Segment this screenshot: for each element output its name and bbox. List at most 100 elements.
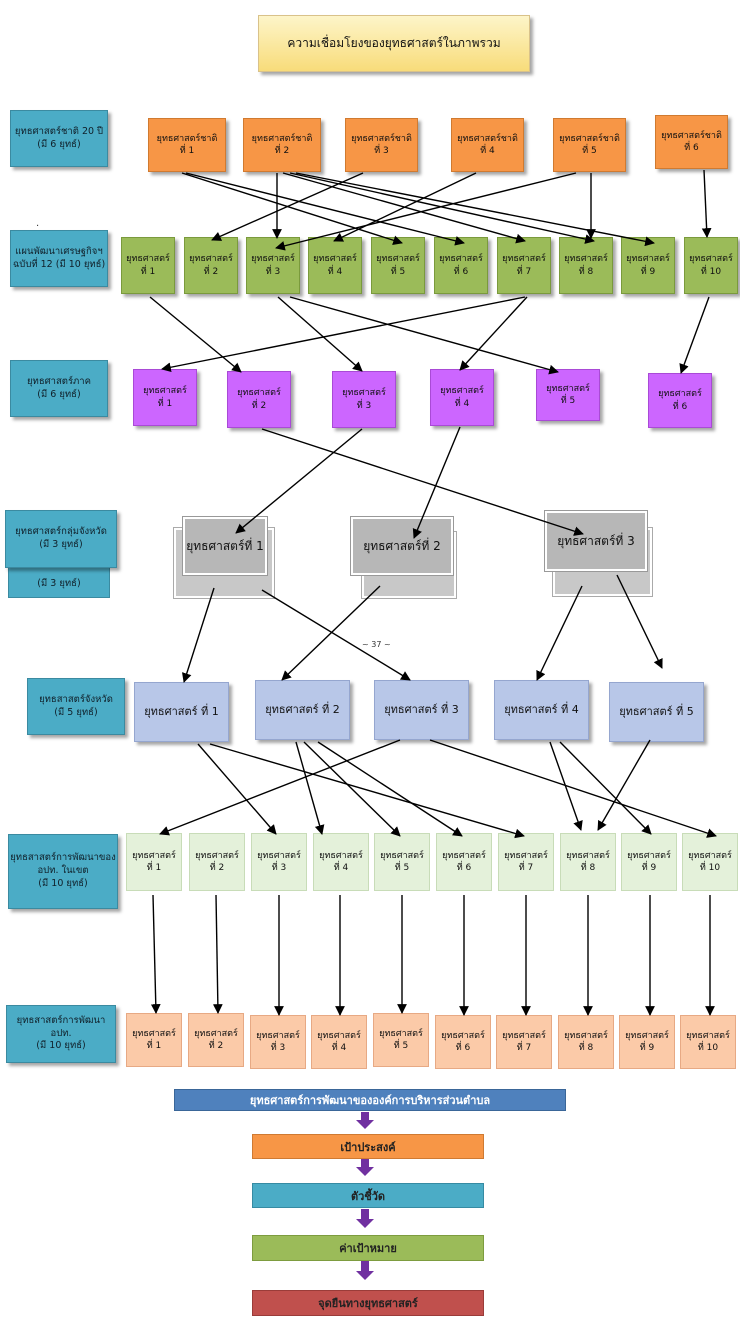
flow-arrow-1 [356, 1112, 374, 1129]
plan12-strategy-9: ยุทธศาสตร์ที่ 9 [621, 237, 675, 294]
label-district: ยุทธสาสตร์การพัฒนาของอปท. ในเขต(มี 10 ยุ… [8, 834, 118, 909]
link-v1-d3 [197, 743, 277, 835]
region-strategy-1: ยุทธศาสตร์ที่ 1 [133, 369, 197, 426]
plan12-strategy-2: ยุทธศาสตร์ที่ 2 [184, 237, 238, 294]
national-strategy-1: ยุทธศาสตร์ชาติที่ 1 [148, 118, 226, 172]
link-v2-d6 [317, 741, 463, 837]
provgroup-strategy-3: ยุทธศาสตร์ที่ 3 [544, 510, 648, 572]
region-strategy-6: ยุทธศาสตร์ที่ 6 [648, 373, 712, 428]
stray-mark: . [36, 218, 40, 229]
flow-arrows [356, 1112, 374, 1280]
link-p3-r5 [289, 296, 559, 375]
province-strategy-2: ยุทธศาสตร์ ที่ 2 [255, 680, 350, 740]
local-strategy-4: ยุทธศาสตร์ที่ 4 [311, 1015, 367, 1069]
province-strategy-5: ยุทธศาสตร์ ที่ 5 [609, 682, 704, 742]
province-strategy-1: ยุทธศาสตร์ ที่ 1 [134, 682, 229, 742]
plan12-strategy-5: ยุทธศาสตร์ที่ 5 [371, 237, 425, 294]
region-strategy-4: ยุทธศาสตร์ที่ 4 [430, 369, 494, 426]
diagram-title: ความเชื่อมโยงของยุทธศาสตร์ในภาพรวม [258, 15, 530, 72]
link-r4-g2 [412, 426, 461, 539]
label-plan12: แผนพัฒนาเศรษฐกิจฯฉบับที่ 12 (มี 10 ยุทธ์… [10, 230, 108, 287]
link-d2-l2 [212, 894, 223, 1014]
provgroup-strategy-1: ยุทธศาสตร์ที่ 1 [182, 516, 268, 576]
national-strategy-5: ยุทธศาสตร์ชาติที่ 5 [553, 118, 626, 172]
national-strategy-4: ยุทธศาสตร์ชาติที่ 4 [451, 118, 524, 172]
national-strategy-6: ยุทธศาสตร์ชาติที่ 6 [655, 115, 728, 169]
district-strategy-7: ยุทธศาสตร์ที่ 7 [498, 833, 554, 891]
label-province: ยุทธสาสตร์จังหวัด(มี 5 ยุทธ์) [27, 678, 125, 735]
plan12-strategy-1: ยุทธศาสตร์ที่ 1 [121, 237, 175, 294]
link-p10-r6 [679, 296, 710, 374]
link-p7-r1 [161, 296, 526, 373]
local-strategy-7: ยุทธศาสตร์ที่ 7 [496, 1015, 552, 1069]
plan12-strategy-10: ยุทธศาสตร์ที่ 10 [684, 237, 738, 294]
flow-arrow-2 [356, 1159, 374, 1176]
link-g3-v5 [616, 574, 663, 669]
local-strategy-2: ยุทธศาสตร์ที่ 2 [188, 1013, 244, 1067]
district-strategy-9: ยุทธศาสตร์ที่ 9 [621, 833, 677, 891]
region-strategy-3: ยุทธศาสตร์ที่ 3 [332, 371, 396, 428]
link-v1-d7 [209, 743, 525, 839]
flow-step-strategic-position: จุดยืนทางยุทธศาสตร์ [252, 1290, 484, 1316]
district-strategy-4: ยุทธศาสตร์ที่ 4 [313, 833, 369, 891]
link-p3-r3 [277, 296, 363, 372]
link-g2-v2 [281, 585, 381, 681]
plan12-strategy-7: ยุทธศาสตร์ที่ 7 [497, 237, 551, 294]
link-p1-r2 [149, 296, 242, 373]
local-strategy-5: ยุทธศาสตร์ที่ 5 [373, 1013, 429, 1067]
district-strategy-3: ยุทธศาสตร์ที่ 3 [251, 833, 307, 891]
label-region: ยุทธศาสตร์ภาค(มี 6 ยุทธ์) [10, 360, 108, 417]
region-strategy-5: ยุทธศาสตร์ที่ 5 [536, 369, 600, 421]
link-n5-p3 [275, 172, 577, 251]
local-strategy-9: ยุทธศาสตร์ที่ 9 [619, 1015, 675, 1069]
link-n1-p6 [185, 172, 465, 246]
district-strategy-10: ยุทธศาสตร์ที่ 10 [682, 833, 738, 891]
link-g1-v3 [261, 589, 411, 681]
province-strategy-3: ยุทธศาสตร์ ที่ 3 [374, 680, 469, 740]
link-n4-p4 [333, 172, 477, 242]
district-strategy-6: ยุทธศาสตร์ที่ 6 [436, 833, 492, 891]
label-national: ยุทธศาสตร์ชาติ 20 ปี(มี 6 ยุทธ์) [10, 110, 108, 167]
flow-arrow-3 [356, 1209, 374, 1228]
district-strategy-1: ยุทธศาสตร์ที่ 1 [126, 833, 182, 891]
link-v2-d5 [303, 741, 401, 837]
link-g3-v4 [536, 585, 583, 681]
link-n1-p5 [181, 172, 403, 245]
national-strategy-2: ยุทธศาสตร์ชาติที่ 2 [243, 118, 321, 172]
link-g1-v1 [182, 587, 215, 683]
link-n2-p9 [295, 172, 655, 247]
link-v3-d1 [159, 739, 401, 836]
plan12-strategy-6: ยุทธศาสตร์ที่ 6 [434, 237, 488, 294]
flow-arrow-4 [356, 1261, 374, 1280]
district-strategy-8: ยุทธศาสตร์ที่ 8 [560, 833, 616, 891]
district-strategy-2: ยุทธศาสตร์ที่ 2 [189, 833, 245, 891]
link-d1-l1 [150, 894, 161, 1014]
plan12-strategy-8: ยุทธศาสตร์ที่ 8 [559, 237, 613, 294]
page-number: ~ 37 ~ [362, 640, 391, 649]
flow-step-target-value: ค่าเป้าหมาย [252, 1235, 484, 1261]
link-v5-d8 [597, 739, 651, 831]
link-p7-r4 [459, 296, 528, 371]
local-strategy-3: ยุทธศาสตร์ที่ 3 [250, 1015, 306, 1069]
link-v4-d8 [549, 741, 583, 831]
local-strategy-10: ยุทธศาสตร์ที่ 10 [680, 1015, 736, 1069]
local-strategy-1: ยุทธศาสตร์ที่ 1 [126, 1013, 182, 1067]
link-r2-g3 [261, 428, 584, 536]
label-provgroup: ยุทธศาสตร์กลุ่มจังหวัด(มี 3 ยุทธ์) [5, 510, 117, 568]
link-r3-g1 [235, 428, 363, 534]
label-local: ยุทธสาสตร์การพัฒนา อปท.(มี 10 ยุทธ์) [6, 1005, 116, 1063]
region-strategy-2: ยุทธศาสตร์ที่ 2 [227, 371, 291, 428]
flow-step-goal: เป้าประสงค์ [252, 1134, 484, 1159]
district-strategy-5: ยุทธศาสตร์ที่ 5 [374, 833, 430, 891]
flow-step-indicator: ตัวชี้วัด [252, 1183, 484, 1208]
link-n3-p2 [211, 172, 364, 241]
link-n6-p10 [701, 169, 712, 238]
local-strategy-8: ยุทธศาสตร์ที่ 8 [558, 1015, 614, 1069]
national-strategy-3: ยุทธศาสตร์ชาติที่ 3 [345, 118, 418, 172]
link-v3-d10 [429, 739, 717, 838]
province-strategy-4: ยุทธศาสตร์ ที่ 4 [494, 680, 589, 740]
provgroup-strategy-2: ยุทธศาสตร์ที่ 2 [350, 516, 454, 576]
link-v4-d9 [559, 741, 652, 835]
flow-step-tao-strategy: ยุทธศาสตร์การพัฒนาขององค์การบริหารส่วนตำ… [174, 1089, 566, 1111]
